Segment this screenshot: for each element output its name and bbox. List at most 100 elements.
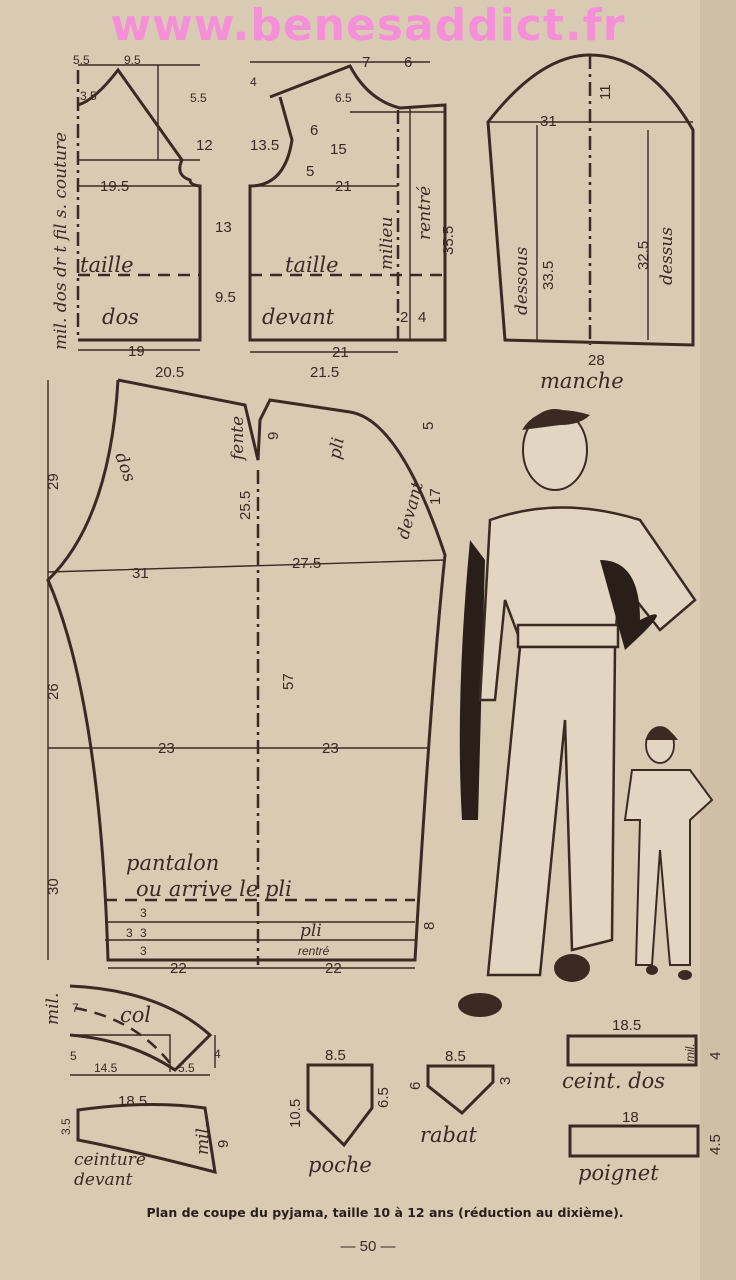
waist-label: taille	[80, 253, 134, 277]
dim-label: 21	[335, 178, 352, 195]
cuff: 18 4.5 poignet	[568, 1109, 724, 1185]
flap-label: rabat	[420, 1123, 478, 1147]
dim-label: 5	[420, 422, 437, 430]
dim-label: 5	[306, 163, 314, 180]
watermark: www.benesaddict.fr	[111, 0, 626, 51]
turned-label: rentré	[415, 186, 435, 240]
dim-label: 9.5	[124, 53, 141, 67]
back-waistband-label: ceint. dos	[562, 1069, 665, 1093]
dim-label: 3	[497, 1077, 514, 1085]
dim-label: 18.5	[612, 1017, 641, 1034]
back-waistband: 18.5 mil. 4 ceint. dos	[562, 1017, 724, 1093]
sleeve: 11 31 33.5 32.5 28 dessous dessus manche	[486, 53, 695, 393]
girl-illustration	[623, 726, 714, 980]
front-waistband-label-1: ceinture	[74, 1150, 146, 1170]
dim-label: 6	[407, 1082, 424, 1090]
bodice-back: 5.5 9.5 3.5 5.5 12 19.5 13 9.5 19 taille…	[51, 53, 236, 360]
dim-label: 9.5	[215, 289, 236, 306]
dim-label: 18.5	[118, 1093, 147, 1110]
dim-label: 3	[140, 944, 147, 958]
caption: Plan de coupe du pyjama, taille 10 à 12 …	[146, 1205, 623, 1220]
dim-label: 12	[196, 137, 213, 154]
front-pleat-label: pli	[325, 436, 348, 461]
collar-label: col	[120, 1003, 151, 1027]
front-label: devant	[262, 305, 335, 329]
mil-label: mil.	[193, 1123, 213, 1155]
bodice-front: 4 7 6 6.5 13.5 6 15 5 21 35.5 2 4 21 tai…	[248, 54, 457, 361]
dim-label: 21	[332, 344, 349, 361]
flap: 8.5 6 3 rabat	[407, 1048, 514, 1147]
dim-label: 15	[330, 141, 347, 158]
dim-label: 4	[707, 1052, 724, 1060]
page-number: — 50 —	[340, 1238, 395, 1255]
dim-label: 4	[418, 309, 426, 326]
dim-label: 25.5	[237, 491, 254, 520]
dim-label: 29	[45, 473, 62, 490]
dim-label: 30	[45, 878, 62, 895]
front-waistband: 18.5 3.5 9 mil. ceinture devant	[59, 1093, 232, 1190]
top-label: dessus	[657, 227, 677, 285]
dim-label: 20.5	[155, 364, 184, 381]
dim-label: 31	[132, 565, 149, 582]
dim-label: 28	[588, 352, 605, 369]
dim-label: 6.5	[375, 1087, 392, 1108]
fold-label: mil. dos dr t fil s. couture	[51, 132, 71, 350]
dim-label: 31	[540, 113, 557, 130]
dim-label: 13	[215, 219, 232, 236]
dim-label: 22	[170, 960, 187, 977]
dim-label: 19.5	[100, 178, 129, 195]
dim-label: 33.5	[540, 261, 557, 290]
collar: 7 5 14.5 5.5 4 col mil.	[43, 984, 221, 1076]
dim-label: 5.5	[73, 53, 90, 67]
dim-label: 22	[325, 960, 342, 977]
dim-label: 6	[404, 54, 412, 71]
dim-label: 17	[427, 488, 444, 505]
dim-label: 7	[362, 54, 370, 71]
sleeve-label: manche	[540, 369, 624, 393]
dim-label: 3.5	[59, 1118, 73, 1135]
dim-label: 27.5	[292, 555, 321, 572]
front-waistband-label-2: devant	[74, 1170, 133, 1190]
dim-label: 2	[400, 309, 408, 326]
dim-label: 10.5	[287, 1099, 304, 1128]
mil-label: mil.	[43, 993, 63, 1025]
dim-label: 19	[128, 343, 145, 360]
dim-label: 32.5	[635, 241, 652, 270]
dim-label: 3	[126, 926, 133, 940]
dim-label: 35.5	[440, 226, 457, 255]
dim-label: 23	[322, 740, 339, 757]
waist-label: taille	[285, 253, 339, 277]
slit-label: fente	[228, 416, 248, 462]
page-edge-shadow	[700, 0, 736, 1280]
dim-label: 3	[140, 926, 147, 940]
dim-label: 23	[158, 740, 175, 757]
dim-label: 9	[215, 1140, 232, 1148]
dim-label: 11	[597, 84, 614, 100]
dim-label: 6	[310, 122, 318, 139]
center-label: milieu	[377, 217, 397, 270]
under-label: dessous	[512, 246, 532, 315]
dim-label: 7	[72, 1001, 79, 1015]
dim-label: 6.5	[335, 91, 352, 105]
dim-label: 5.5	[190, 91, 207, 105]
dim-label: 21.5	[310, 364, 339, 381]
pleat-label: pli	[300, 921, 322, 941]
dim-label: 5	[70, 1049, 77, 1063]
pleat-line-label: ou arrive le pli	[136, 877, 292, 901]
dim-label: 14.5	[94, 1061, 118, 1075]
dim-label: 8	[421, 922, 438, 930]
dim-label: 5.5	[178, 1061, 195, 1075]
dim-label: 4	[214, 1047, 221, 1061]
dim-label: 13.5	[250, 137, 279, 154]
dim-label: 26	[45, 683, 62, 700]
dim-label: 8.5	[445, 1048, 466, 1065]
turned-label: rentré	[298, 944, 330, 958]
trousers-label: pantalon	[126, 851, 219, 875]
dim-label: 4	[250, 75, 257, 89]
pocket: 8.5 10.5 6.5 poche	[287, 1047, 392, 1177]
dim-label: 18	[622, 1109, 639, 1126]
back-label: dos	[102, 305, 139, 329]
dim-label: 3.5	[80, 89, 97, 103]
dim-label: 8.5	[325, 1047, 346, 1064]
